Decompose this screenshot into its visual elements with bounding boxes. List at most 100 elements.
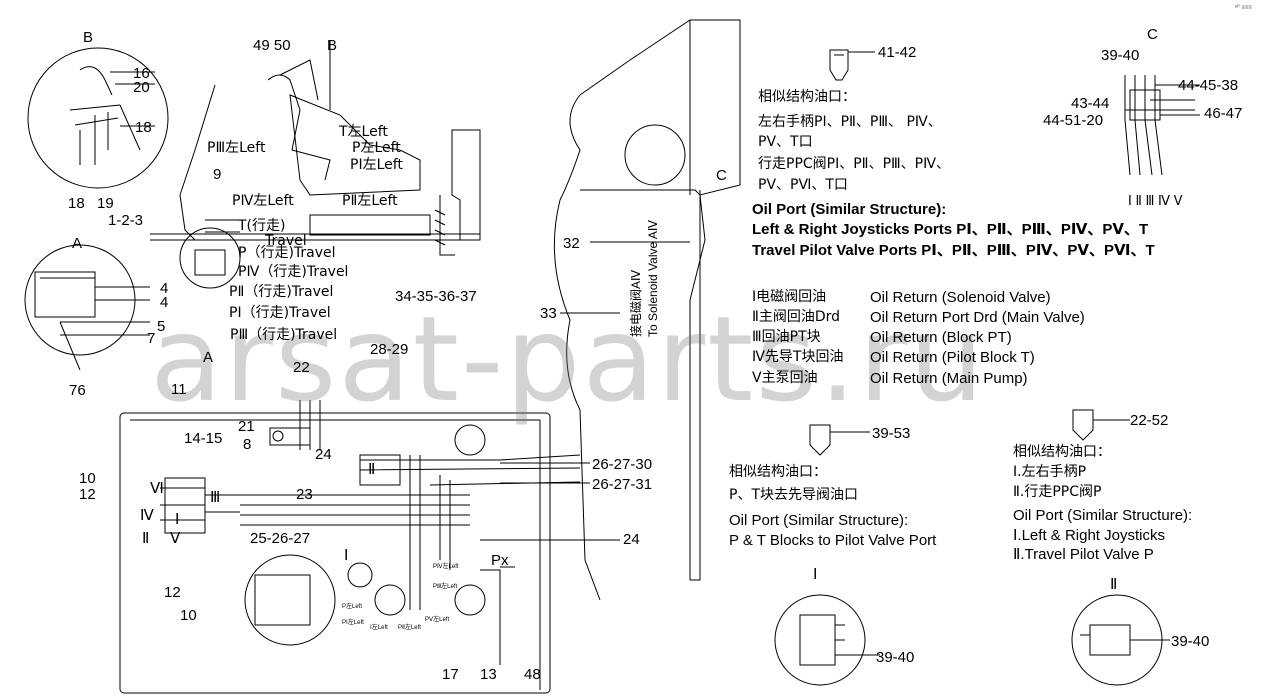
note-oil-port-en: Oil Port (Similar Structure):	[752, 201, 947, 218]
callout-11: 11	[171, 381, 187, 398]
note-line3-cn: 行走PPC阀PⅠ、PⅡ、PⅢ、PⅣ、	[758, 156, 951, 172]
manifold-iv: Ⅳ	[140, 507, 154, 524]
right-note-i-cn: Ⅰ.左右手柄P	[1013, 464, 1087, 480]
callout-26-27-30: 26-27-30	[592, 456, 653, 473]
callout-28-29: 28-29	[370, 341, 409, 358]
callout-48: 48	[524, 666, 541, 683]
callout-33: 33	[540, 305, 557, 322]
callout-5: 5	[157, 318, 166, 335]
callout-39-40-top: 39-40	[1101, 47, 1140, 64]
callout-18a: 18	[135, 119, 152, 136]
manifold-iii: Ⅲ	[210, 489, 221, 506]
port-p2-travel: PⅡ（行走)Travel	[229, 284, 334, 300]
note-travel-en: Travel Pilot Valve Ports PⅠ、PⅡ、PⅢ、PⅣ、PⅤ、…	[752, 242, 1155, 259]
port-p2-left: PⅡ左Left	[342, 193, 398, 209]
callout-49-50: 49 50	[253, 37, 291, 54]
callout-16: 16	[133, 65, 150, 82]
view-b-label-mid: B	[327, 37, 338, 54]
return-4-cn: Ⅳ先导T块回油	[752, 349, 844, 365]
callout-20: 20	[133, 79, 150, 96]
small-piv-left: PⅣ左Left	[433, 564, 459, 570]
mid-note-oil-port-en: Oil Port (Similar Structure):	[729, 512, 909, 529]
callout-25-27: 25-26-27	[250, 530, 311, 547]
port-p4-travel: PⅣ（行走)Travel	[238, 264, 349, 280]
note-similar-cn: 相似结构油口：	[758, 89, 856, 105]
callout-46-47: 46-47	[1204, 105, 1243, 122]
watermark: arsat-parts.ru	[150, 290, 986, 428]
manifold-ii: Ⅱ	[142, 530, 150, 547]
callout-12b: 12	[164, 584, 181, 601]
port-t-travel-cn: T(行走)	[238, 218, 286, 234]
callout-13: 13	[480, 666, 497, 683]
note-line2-cn: PⅤ、T口	[758, 134, 813, 150]
callout-18b: 18	[68, 195, 85, 212]
callout-px: Px	[491, 552, 509, 569]
small-pv-left: PⅤ左Left	[425, 617, 450, 623]
callout-39-53: 39-53	[872, 425, 911, 442]
view-a-label: A	[72, 235, 83, 252]
return-5-cn: Ⅴ主泵回油	[752, 370, 818, 386]
small-piii-left: PⅢ左Left	[433, 584, 458, 590]
callout-7: 7	[147, 330, 156, 347]
port-p1-travel: PⅠ（行走)Travel	[229, 305, 331, 321]
small-p-left: P左Left	[342, 604, 363, 610]
view-b-label: B	[83, 29, 94, 46]
callout-12a: 12	[79, 486, 96, 503]
mid-note-similar-cn: 相似结构油口：	[729, 464, 827, 480]
port-p4-left: PⅣ左Left	[232, 193, 294, 209]
view-a-label-mid: A	[203, 349, 214, 366]
callout-14-15: 14-15	[184, 430, 223, 447]
port-p-travel: P（行走)Travel	[238, 245, 336, 261]
callout-4a: 4	[160, 280, 169, 297]
callout-43-44: 43-44	[1071, 95, 1110, 112]
callout-21: 21	[238, 418, 255, 435]
small-i-left: Ⅰ左Left	[370, 625, 388, 631]
return-3-cn: Ⅲ回油PT块	[752, 329, 821, 345]
manifold-i: Ⅰ	[175, 511, 180, 528]
callout-10a: 10	[79, 470, 96, 487]
return-2-cn: Ⅱ主阀回油Drd	[752, 309, 841, 325]
callout-24b: 24	[623, 531, 640, 548]
right-note-i-en: Ⅰ.Left & Right Joysticks	[1013, 527, 1165, 544]
return-4-en: Oil Return (Pilot Block T)	[870, 349, 1035, 366]
callout-22: 22	[293, 359, 310, 376]
callout-8: 8	[243, 436, 252, 453]
right-note-oil-port-en: Oil Port (Similar Structure):	[1013, 507, 1193, 524]
callout-39-40-b1: 39-40	[876, 649, 915, 666]
callout-19: 19	[97, 195, 114, 212]
detail-ii-label: Ⅱ	[1110, 576, 1118, 593]
note-line1-cn: 左右手柄PⅠ、PⅡ、PⅢ、 PⅣ、	[758, 114, 942, 130]
callout-76: 76	[69, 382, 86, 399]
return-5-en: Oil Return (Main Pump)	[870, 370, 1028, 387]
callout-32: 32	[563, 235, 580, 252]
return-1-cn: Ⅰ电磁阀回油	[752, 289, 827, 305]
return-2-en: Oil Return Port Drd (Main Valve)	[870, 309, 1085, 326]
solenoid-label-en: To Solenoid Valve AⅣ	[646, 220, 660, 337]
callout-44-45-38: 44-45-38	[1178, 77, 1239, 94]
view-c-label-mid: C	[716, 167, 727, 184]
return-3-en: Oil Return (Block PT)	[870, 329, 1012, 346]
solenoid-label-cn: 接电磁阀AⅣ	[629, 269, 643, 337]
callout-34-37: 34-35-36-37	[395, 288, 477, 305]
return-legend: Ⅰ Ⅱ Ⅲ Ⅳ Ⅴ	[1128, 193, 1183, 208]
detail-i-label: Ⅰ	[813, 566, 818, 583]
view-c-label: C	[1147, 26, 1158, 43]
port-p1-left: PⅠ左Left	[350, 157, 403, 173]
detail-b-circle	[27, 47, 169, 189]
callout-26-27-31: 26-27-31	[592, 476, 653, 493]
port-p3-travel: PⅢ（行走)Travel	[230, 327, 338, 343]
port-t-travel-en: Travel	[265, 233, 307, 249]
callout-9: 9	[213, 166, 222, 183]
callout-1-2-3: 1-2-3	[108, 212, 144, 229]
port-t-left: T左Left	[339, 124, 388, 140]
block-i-label: Ⅰ	[344, 547, 349, 564]
note-line4-cn: PⅤ、PⅥ、T口	[758, 177, 848, 193]
right-note-similar-cn: 相似结构油口：	[1013, 444, 1111, 460]
callout-22-52: 22-52	[1130, 412, 1169, 429]
callout-44-51-20: 44-51-20	[1043, 112, 1104, 129]
manifold-v: Ⅴ	[170, 530, 181, 547]
callout-10b: 10	[180, 607, 197, 624]
corner-mark: ᵉᴾ ≡≡≡	[1235, 5, 1252, 11]
small-pii-left: PⅡ左Left	[398, 625, 421, 631]
